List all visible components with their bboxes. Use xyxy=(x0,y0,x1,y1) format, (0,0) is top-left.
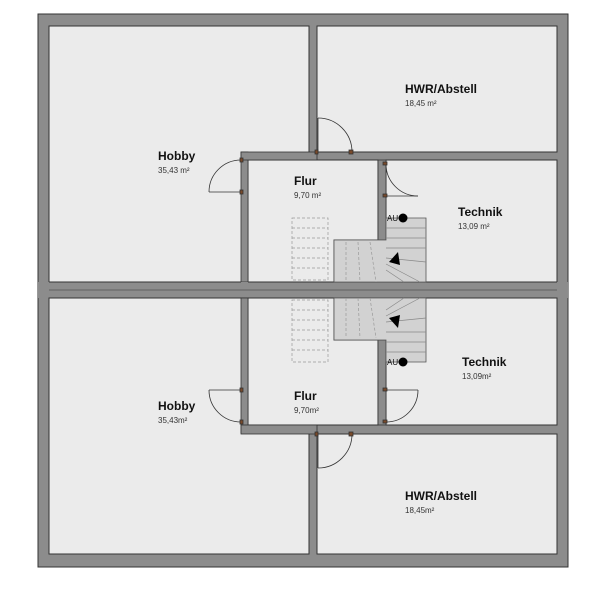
door-hwr-top xyxy=(314,117,354,155)
room-hwr-top xyxy=(316,25,558,153)
wall-flur-hwr-bottom xyxy=(240,424,318,435)
room-name: Technik xyxy=(458,205,503,219)
room-area: 13,09m² xyxy=(462,372,492,381)
wall-flur-hwr-top xyxy=(240,151,318,161)
au-marker-bottom: AU xyxy=(387,357,408,367)
stair-arrow-icon xyxy=(389,315,400,328)
room-hwr-bottom xyxy=(316,433,558,555)
stair-arrow-icon xyxy=(389,252,400,265)
staircase-top xyxy=(291,217,427,283)
room-name: Flur xyxy=(294,174,317,188)
door-technik-bottom xyxy=(382,387,419,424)
room-area: 9,70m² xyxy=(294,406,319,415)
room-name: HWR/Abstell xyxy=(405,82,477,96)
door-technik-top xyxy=(382,161,419,198)
wall-flur-technik-bottom xyxy=(377,339,387,426)
room-area: 35,43m² xyxy=(158,416,188,425)
room-name: Hobby xyxy=(158,399,196,413)
au-dot-icon xyxy=(398,357,408,367)
door-hobby-top xyxy=(208,157,244,195)
room-area: 13,09 m² xyxy=(458,222,490,231)
wall-hobby-flur-top xyxy=(240,151,249,283)
au-label: AU xyxy=(387,214,398,223)
room-name: Technik xyxy=(462,355,507,369)
room-name: HWR/Abstell xyxy=(405,489,477,503)
door-hwr-bottom xyxy=(314,431,354,469)
room-area: 18,45 m² xyxy=(405,99,437,108)
room-area: 35,43 m² xyxy=(158,166,190,175)
wall-flur-technik-top xyxy=(377,159,387,241)
au-dot-icon xyxy=(398,213,408,223)
room-name: Hobby xyxy=(158,149,196,163)
door-hobby-bottom xyxy=(208,387,244,425)
room-area: 18,45m² xyxy=(405,506,435,515)
au-marker-top: AU xyxy=(387,213,408,223)
staircase-bottom xyxy=(291,297,427,363)
room-name: Flur xyxy=(294,389,317,403)
au-label: AU xyxy=(387,358,398,367)
wall-hobby-flur-bottom xyxy=(240,297,249,434)
room-area: 9,70 m² xyxy=(294,191,321,200)
